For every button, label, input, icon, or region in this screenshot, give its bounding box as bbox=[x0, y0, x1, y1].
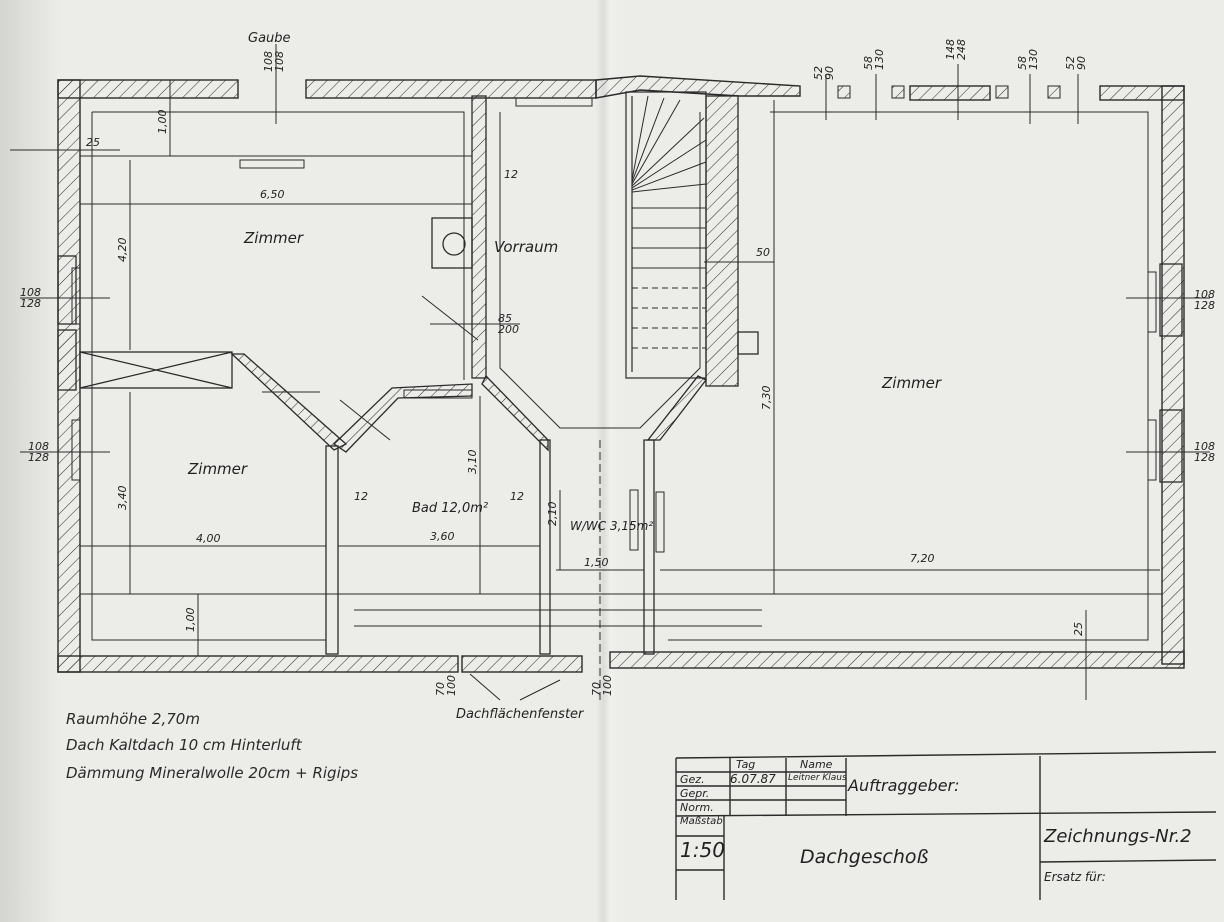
dim-150: 1,50 bbox=[584, 556, 609, 569]
dim-100-bottom: 1,00 bbox=[184, 608, 197, 633]
window-dim-bottom-2: 70100 bbox=[590, 675, 614, 696]
room-label-zimmer-left: Zimmer bbox=[187, 460, 248, 478]
interior-walls bbox=[57, 95, 1183, 655]
staircase bbox=[625, 91, 707, 379]
dim-340: 3,40 bbox=[116, 486, 129, 511]
dim-12-c: 12 bbox=[510, 490, 524, 503]
tb-ersatz: Ersatz für: bbox=[1044, 870, 1106, 884]
gaube-dim-6: 5290 bbox=[1064, 56, 1088, 70]
gaube-dim-5: 58130 bbox=[1016, 49, 1040, 70]
dim-25-bottom: 25 bbox=[1072, 622, 1085, 636]
dim-420: 4,20 bbox=[116, 238, 129, 263]
tb-massstab-label: Maßstab bbox=[680, 816, 723, 827]
dim-50: 50 bbox=[756, 246, 770, 259]
dim-720: 7,20 bbox=[910, 552, 935, 565]
gaube-label: Gaube bbox=[248, 31, 291, 46]
tb-massstab-value: 1:50 bbox=[680, 838, 725, 862]
dim-400: 4,00 bbox=[196, 532, 221, 545]
window-dim-bottom-1: 70100 bbox=[434, 675, 458, 696]
gaube-dim-3: 58130 bbox=[862, 49, 886, 70]
dim-100-top: 1,00 bbox=[156, 110, 169, 135]
tb-norm: Norm. bbox=[680, 801, 714, 814]
paper-shadow bbox=[0, 0, 60, 922]
exterior-walls bbox=[57, 75, 1185, 673]
dim-730: 7,30 bbox=[760, 386, 773, 411]
gaube-dim-2: 5290 bbox=[812, 66, 836, 80]
dim-310: 3,10 bbox=[466, 450, 479, 475]
title-block-frame bbox=[675, 751, 1217, 900]
room-label-bad: Bad 12,0m² bbox=[412, 501, 488, 516]
gaube-dim-1: 108108 bbox=[262, 51, 286, 72]
dim-25-top: 25 bbox=[86, 136, 100, 149]
insulation-lines bbox=[80, 111, 1162, 641]
dim-12-a: 12 bbox=[504, 168, 518, 181]
tb-gez-date: 6.07.87 bbox=[730, 772, 776, 786]
chimney-box bbox=[79, 351, 233, 389]
note-roof: Dach Kaltdach 10 cm Hinterluft bbox=[66, 736, 302, 754]
gaube-dim-4: 148248 bbox=[944, 39, 968, 60]
dachfenster-label: Dachflächenfenster bbox=[456, 707, 585, 722]
room-label-wc: W/WC 3,15m² bbox=[570, 519, 653, 533]
paper-fold bbox=[596, 0, 618, 922]
room-label-zimmer-top: Zimmer bbox=[243, 229, 304, 247]
tb-gepr: Gepr. bbox=[680, 787, 710, 800]
tb-auftraggeber: Auftraggeber: bbox=[848, 776, 960, 795]
note-insulation: Dämmung Mineralwolle 20cm + Rigips bbox=[66, 764, 359, 782]
dim-360: 3,60 bbox=[430, 530, 455, 543]
room-label-zimmer-right: Zimmer bbox=[881, 374, 942, 392]
dimension-lines bbox=[10, 44, 1210, 701]
tb-title: Dachgeschoß bbox=[800, 846, 929, 868]
room-label-vorraum: Vorraum bbox=[494, 238, 558, 256]
dim-12-b: 12 bbox=[354, 490, 368, 503]
tb-tag-header: Tag bbox=[736, 758, 756, 771]
tb-gez: Gez. bbox=[680, 773, 705, 786]
dim-210: 2,10 bbox=[546, 502, 559, 527]
dim-650: 6,50 bbox=[260, 188, 285, 201]
tb-gez-name: Leitner Klaus bbox=[788, 773, 847, 783]
tb-name-header: Name bbox=[800, 758, 833, 771]
tb-drawing-no: Zeichnungs-Nr.2 bbox=[1044, 826, 1192, 847]
radiator-symbols bbox=[71, 97, 1157, 553]
note-room-height: Raumhöhe 2,70m bbox=[66, 710, 200, 728]
